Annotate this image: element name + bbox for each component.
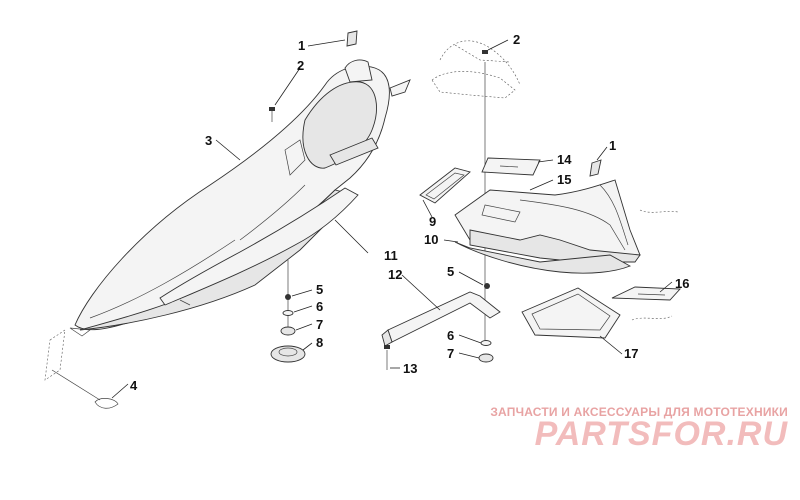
screw-13 bbox=[384, 345, 390, 370]
callout-7-mid: 7 bbox=[447, 346, 454, 361]
leader-lines bbox=[111, 39, 673, 399]
plate-14 bbox=[481, 157, 541, 176]
callout-12: 12 bbox=[388, 267, 402, 282]
hood-part bbox=[69, 59, 411, 337]
callout-6-mid: 6 bbox=[447, 328, 454, 343]
part-1b bbox=[589, 159, 602, 177]
callout-15: 15 bbox=[557, 172, 571, 187]
bracket-12 bbox=[381, 291, 501, 347]
callout-4: 4 bbox=[130, 378, 138, 393]
callout-8: 8 bbox=[316, 335, 323, 350]
callout-14: 14 bbox=[557, 152, 572, 167]
callout-2-left: 2 bbox=[297, 58, 304, 73]
base-plate-10 bbox=[454, 241, 632, 274]
chain-detail bbox=[631, 209, 679, 321]
callout-5-mid: 5 bbox=[447, 264, 454, 279]
fastener-stack-left bbox=[270, 260, 306, 363]
callout-10: 10 bbox=[424, 232, 438, 247]
plate-16 bbox=[611, 286, 681, 301]
callout-2-right: 2 bbox=[513, 32, 520, 47]
callout-1-top: 1 bbox=[298, 38, 305, 53]
watermark-tagline: ЗАПЧАСТИ И АКСЕССУАРЫ ДЛЯ МОТОТЕХНИКИ bbox=[490, 405, 788, 419]
clip-4 bbox=[44, 329, 119, 409]
watermark-logo: PARTSFOR.RU bbox=[534, 415, 788, 453]
callout-16: 16 bbox=[675, 276, 689, 291]
plate-9 bbox=[419, 167, 471, 204]
callout-9: 9 bbox=[429, 214, 436, 229]
side-panel-part bbox=[159, 187, 359, 306]
console-part bbox=[454, 179, 641, 263]
fastener-stack-mid bbox=[478, 283, 494, 363]
screw-2a bbox=[269, 107, 275, 122]
gasket-17 bbox=[521, 287, 621, 339]
callout-5-left: 5 bbox=[316, 282, 323, 297]
callout-17: 17 bbox=[624, 346, 638, 361]
callout-6-left: 6 bbox=[316, 299, 323, 314]
part-1a bbox=[346, 30, 358, 47]
callout-7-left: 7 bbox=[316, 317, 323, 332]
callout-labels: 1 2 3 2 14 15 1 9 10 11 12 5 6 7 8 5 6 7… bbox=[130, 32, 689, 393]
callout-11: 11 bbox=[384, 248, 398, 263]
callout-3: 3 bbox=[205, 133, 212, 148]
callout-13: 13 bbox=[403, 361, 417, 376]
callout-1-right: 1 bbox=[609, 138, 616, 153]
